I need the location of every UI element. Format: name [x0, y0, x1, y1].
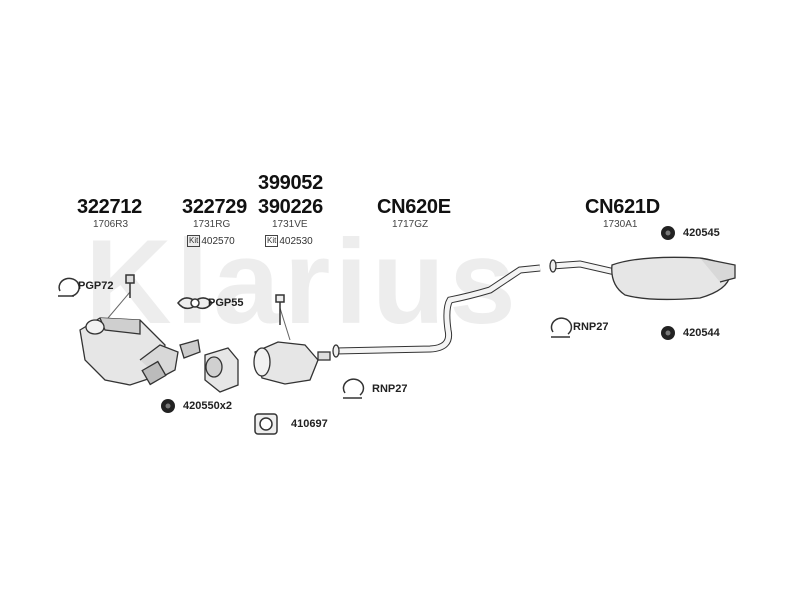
kit-number-2: 402570: [201, 235, 235, 247]
centre-pipe-part: [332, 264, 541, 358]
part-number-4: CN620E: [377, 196, 451, 218]
rubber-mount-icon-420544: [661, 326, 675, 340]
label-pgp72: PGP72: [78, 280, 114, 292]
label-420545: 420545: [683, 227, 720, 239]
part-number-3-top: 399052: [258, 172, 323, 194]
rear-silencer-part: [549, 256, 736, 301]
part-number-2: 322729: [182, 196, 247, 218]
label-rnp27-upper: RNP27: [573, 321, 609, 333]
part-ref-5: 1730A1: [603, 219, 638, 230]
label-420544: 420544: [683, 327, 720, 339]
rubber-mount-icon-420545: [661, 226, 675, 240]
pgp55-gasket-icon: [177, 294, 285, 325]
part-ref-1: 1706R3: [93, 219, 129, 230]
kit-label-2: Kit: [187, 235, 201, 247]
rnp27-clamp-icon-lower: [342, 378, 365, 399]
label-420550: 420550x2: [183, 400, 232, 412]
kit-number-3: 402530: [279, 235, 313, 247]
part-number-1: 322712: [77, 196, 142, 218]
pgp72-clamp-icon: [58, 274, 135, 298]
front-catalyst-part: [79, 317, 179, 386]
part-ref-3: 1731VE: [272, 219, 308, 230]
kit-label-3: Kit: [265, 235, 279, 247]
label-rnp27-lower: RNP27: [372, 383, 408, 395]
gasket-icon-410697: [254, 413, 278, 435]
part-ref-2: 1731RG: [193, 219, 231, 230]
label-410697: 410697: [291, 418, 328, 430]
kit-badge-2: Kit 402570: [187, 235, 235, 247]
catalyst-part: [253, 341, 331, 385]
part-number-5: CN621D: [585, 196, 660, 218]
flex-pipe-part: [179, 339, 239, 393]
label-pgp55: PGP55: [208, 297, 244, 309]
part-ref-4: 1717GZ: [392, 219, 429, 230]
kit-badge-3: Kit 402530: [265, 235, 313, 247]
rnp27-clamp-icon-upper: [550, 317, 573, 338]
rubber-mount-icon-420550: [161, 399, 175, 413]
part-number-3: 390226: [258, 196, 323, 218]
